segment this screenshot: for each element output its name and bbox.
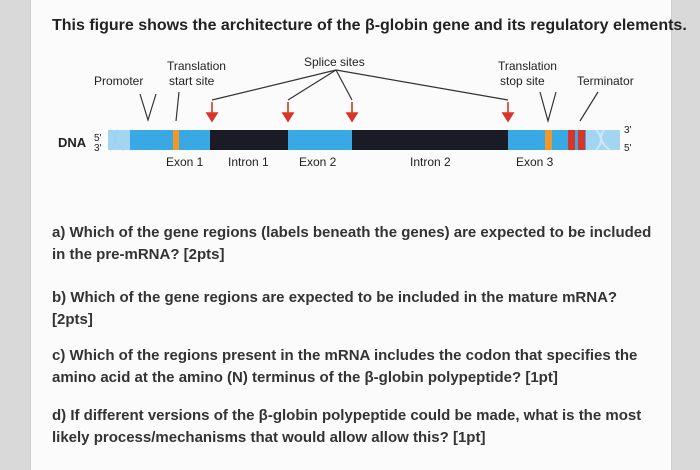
intron-1-block <box>210 130 288 150</box>
dna-strand <box>108 129 620 151</box>
terminator-pointer <box>579 91 599 122</box>
start-marker <box>173 130 179 150</box>
right-5prime-label: 5' <box>624 143 632 154</box>
exon-2-block <box>288 130 352 150</box>
promoter-label: Promoter <box>94 74 143 88</box>
arrow-down-icon <box>281 112 295 123</box>
region-label-exon-1: Exon 1 <box>166 155 204 169</box>
arrow-down-icon <box>501 112 515 123</box>
translation-stop-label-line1: Translation <box>498 59 557 73</box>
region-label-intron-2: Intron 2 <box>410 155 451 169</box>
question-d: d) If different versions of the β-globin… <box>52 407 642 446</box>
splice-line-3 <box>335 69 353 101</box>
translation-start-label-line2: start site <box>169 74 215 88</box>
question-b: b) Which of the gene regions are expecte… <box>52 289 618 328</box>
translation-start-label-line1: Translation <box>167 59 226 73</box>
exon-1-block <box>170 130 210 150</box>
promoter-pointer <box>139 93 157 123</box>
region-label-exon-3: Exon 3 <box>516 155 554 169</box>
left-3prime-label: 3' <box>94 143 102 154</box>
stop-marker <box>545 130 552 150</box>
arrow-down-icon <box>345 112 359 123</box>
upstream-segment <box>130 130 170 150</box>
gene-diagram: Translation start site Promoter Splice s… <box>58 55 634 169</box>
arrow-down-icon <box>205 112 219 123</box>
region-label-exon-2: Exon 2 <box>299 155 337 169</box>
translation-stop-label-line2: stop site <box>500 74 545 88</box>
terminator-marker-1 <box>568 130 575 150</box>
question-a: a) Which of the gene regions (labels ben… <box>52 224 652 263</box>
terminator-label: Terminator <box>577 74 634 88</box>
intron-2-block <box>352 130 508 150</box>
question-card <box>30 0 672 470</box>
start-pointer <box>175 91 180 122</box>
splice-line-2 <box>287 69 337 101</box>
left-5prime-label: 5' <box>94 133 102 144</box>
splice-line-1 <box>211 69 337 101</box>
dna-label: DNA <box>58 135 87 150</box>
right-3prime-label: 3' <box>624 125 632 136</box>
splice-line-4 <box>335 69 509 101</box>
stop-pointer <box>539 91 557 124</box>
question-c: c) Which of the regions present in the m… <box>52 347 638 386</box>
terminator-marker-2 <box>578 130 585 150</box>
splice-sites-label: Splice sites <box>304 55 365 69</box>
page-title: This figure shows the architecture of th… <box>52 17 687 34</box>
region-label-intron-1: Intron 1 <box>228 155 269 169</box>
